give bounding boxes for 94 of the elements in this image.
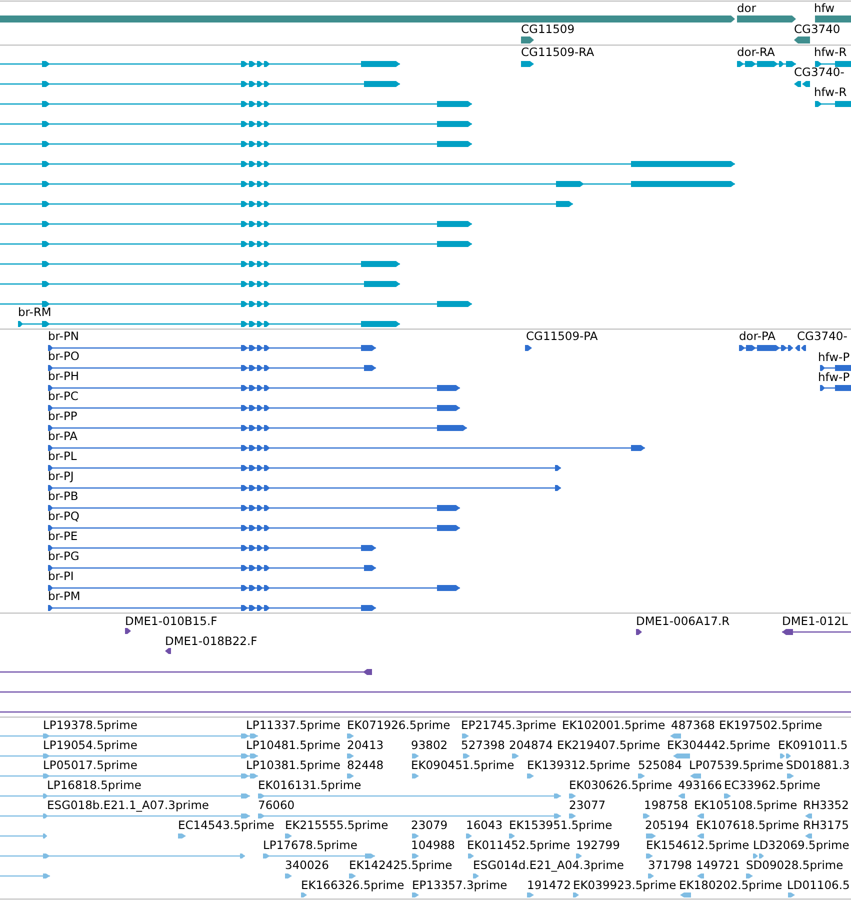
est-label: 340026 [285, 859, 329, 872]
protein-label: hfw-P [818, 371, 850, 384]
clone-label: DME1-006A17.R [636, 615, 730, 628]
est-label: EK142425.5prime [349, 859, 452, 872]
est-label: EK016131.5prime [258, 779, 362, 792]
est-label: LP05017.5prime [43, 759, 138, 772]
est-label: EK304442.5prime [667, 739, 770, 752]
est-label: LP16818.5prime [47, 779, 142, 792]
est-label: EK090451.5prime [411, 759, 514, 772]
est-label: LP07539.5prime [689, 759, 784, 772]
est-label: EC33962.5prime [724, 779, 820, 792]
est-label: 16043 [466, 819, 503, 832]
est-label: EK091011.5 [778, 739, 848, 752]
est-label: 82448 [347, 759, 384, 772]
gene-label: dor [737, 2, 756, 15]
est-label: 20413 [347, 739, 384, 752]
est-label: EK166326.5prime [301, 879, 404, 892]
est-label: LP10381.5prime [246, 759, 340, 772]
protein-label: br-PE [48, 530, 78, 543]
est-label: RH3352 [803, 799, 849, 812]
est-label: 487368 [671, 719, 715, 732]
est-label: 371798 [648, 859, 692, 872]
est-label: EK105108.5prime [694, 799, 798, 812]
est-label: EK071926.5prime [347, 719, 450, 732]
clone-label: DME1-010B15.F [125, 615, 218, 628]
protein-label: br-PJ [48, 470, 74, 483]
gene-label: CG11509 [521, 23, 575, 36]
clone-label: DME1-012L [782, 615, 848, 628]
est-label: 93802 [411, 739, 448, 752]
est-label: 192799 [576, 839, 620, 852]
est-label: EK180202.5prime [679, 879, 782, 892]
est-label: 104988 [411, 839, 455, 852]
est-label: RH3175 [803, 819, 849, 832]
protein-label: br-PA [48, 430, 78, 443]
est-label: LP19378.5prime [43, 719, 138, 732]
est-label: EK153951.5prime [509, 819, 612, 832]
transcript-label: CG3740- [794, 66, 844, 79]
est-label: EP13357.3prime [412, 879, 508, 892]
clone-label: DME1-018B22.F [165, 635, 258, 648]
est-label: 149721 [696, 859, 740, 872]
est-label: LD32069.5prime [753, 839, 850, 852]
est-label: 493166 [678, 779, 722, 792]
protein-label: br-PO [48, 350, 80, 363]
est-label: EC14543.5prime [178, 819, 274, 832]
est-label: ESG014d.E21_A04.3prime [473, 859, 624, 872]
est-label: 198758 [644, 799, 688, 812]
est-label: 204874 [509, 739, 553, 752]
est-label: LP11337.5prime [246, 719, 340, 732]
transcript-label: br-RM [18, 306, 52, 319]
transcript-label: CG11509-RA [521, 46, 594, 59]
est-label: 205194 [645, 819, 689, 832]
est-label: EK011452.5prime [467, 839, 570, 852]
est-label: EK197502.5prime [719, 719, 822, 732]
gene-label: hfw [814, 2, 835, 15]
protein-label: br-PB [48, 490, 78, 503]
est-label: EK030626.5prime [569, 779, 672, 792]
protein-label: br-PC [48, 390, 78, 403]
protein-label: br-PI [48, 570, 74, 583]
est-label: ESG018b.E21.1_A07.3prime [47, 799, 209, 812]
protein-label: br-PH [48, 370, 80, 383]
est-label: LP10481.5prime [246, 739, 340, 752]
est-label: EK039923.5prime [573, 879, 676, 892]
protein-label: br-PN [48, 330, 79, 343]
est-label: SD09028.5prime [746, 859, 844, 872]
protein-label: br-PP [48, 410, 78, 423]
transcript-label: hfw-R [814, 46, 847, 59]
protein-label: CG11509-PA [526, 330, 598, 343]
est-label: 23079 [411, 819, 448, 832]
protein-label: hfw-P [818, 351, 850, 364]
protein-label: br-PM [48, 590, 80, 603]
est-label: EK139312.5prime [527, 759, 630, 772]
est-label: LD01106.5 [787, 879, 850, 892]
transcript-label: hfw-R [814, 86, 847, 99]
protein-label: br-PG [48, 550, 80, 563]
est-label: LP17678.5prime [263, 839, 358, 852]
est-label: EK215555.5prime [285, 819, 388, 832]
est-label: 23077 [569, 799, 606, 812]
est-label: 525084 [638, 759, 682, 772]
est-label: SD01881.3 [786, 759, 850, 772]
est-label: 527398 [461, 739, 505, 752]
est-label: EK219407.5prime [557, 739, 660, 752]
protein-label: br-PQ [48, 510, 80, 523]
protein-label: br-PL [48, 450, 77, 463]
est-label: EK107618.5prime [696, 819, 800, 832]
est-label: EK154612.5prime [646, 839, 750, 852]
protein-label: CG3740- [797, 330, 848, 343]
transcript-label: dor-RA [737, 46, 775, 59]
est-label: 191472 [527, 879, 571, 892]
est-label: 76060 [258, 799, 295, 812]
est-label: LP19054.5prime [43, 739, 138, 752]
protein-label: dor-PA [739, 330, 776, 343]
est-label: EK102001.5prime [562, 719, 666, 732]
est-label: EP21745.3prime [461, 719, 556, 732]
gene-label: CG3740 [794, 23, 840, 36]
